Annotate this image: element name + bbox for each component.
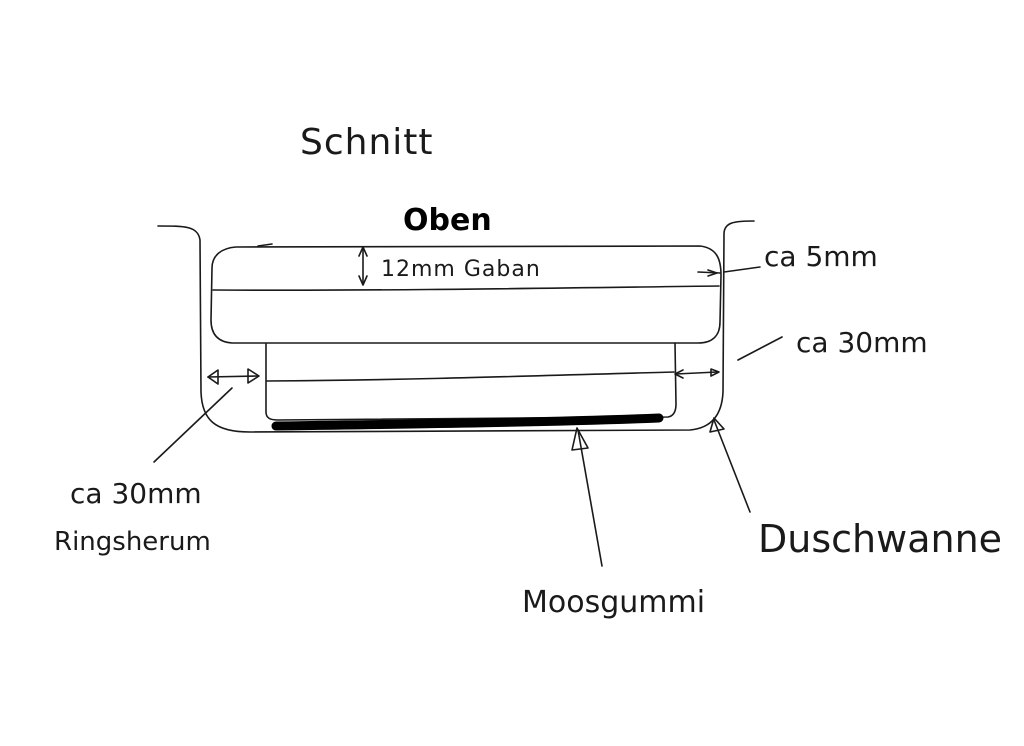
foam-thickness-label: 12mm Gaban [381,257,541,282]
foam-layer-line [212,285,720,291]
gap-left-leader [153,387,233,463]
upper-cushion [210,245,722,344]
gap-right-leader [737,336,783,361]
gap-left-label: ca 30mm [70,477,202,510]
tub-arrow [709,417,751,513]
rubber-arrow [571,427,603,567]
rubber-label: Moosgummi [522,585,705,620]
shower-tub-outline [157,220,755,433]
title-text: Schnitt [300,122,434,163]
lower-block-inner-line [266,371,675,382]
gap-top-leader [697,266,761,277]
gap-right-label: ca 30mm [796,326,928,359]
gap-top-label: ca 5mm [764,240,878,273]
rubber-strip [271,413,664,431]
foam-dimension-arrow [358,246,368,286]
tub-label: Duschwanne [758,517,1002,561]
top-label: Oben [403,203,492,238]
cushion-corner-mark [257,243,273,247]
gap-right-arrow [674,368,720,379]
gap-left-note: Ringsherum [54,527,211,557]
gap-left-arrow [207,368,260,385]
lower-block [265,342,677,421]
